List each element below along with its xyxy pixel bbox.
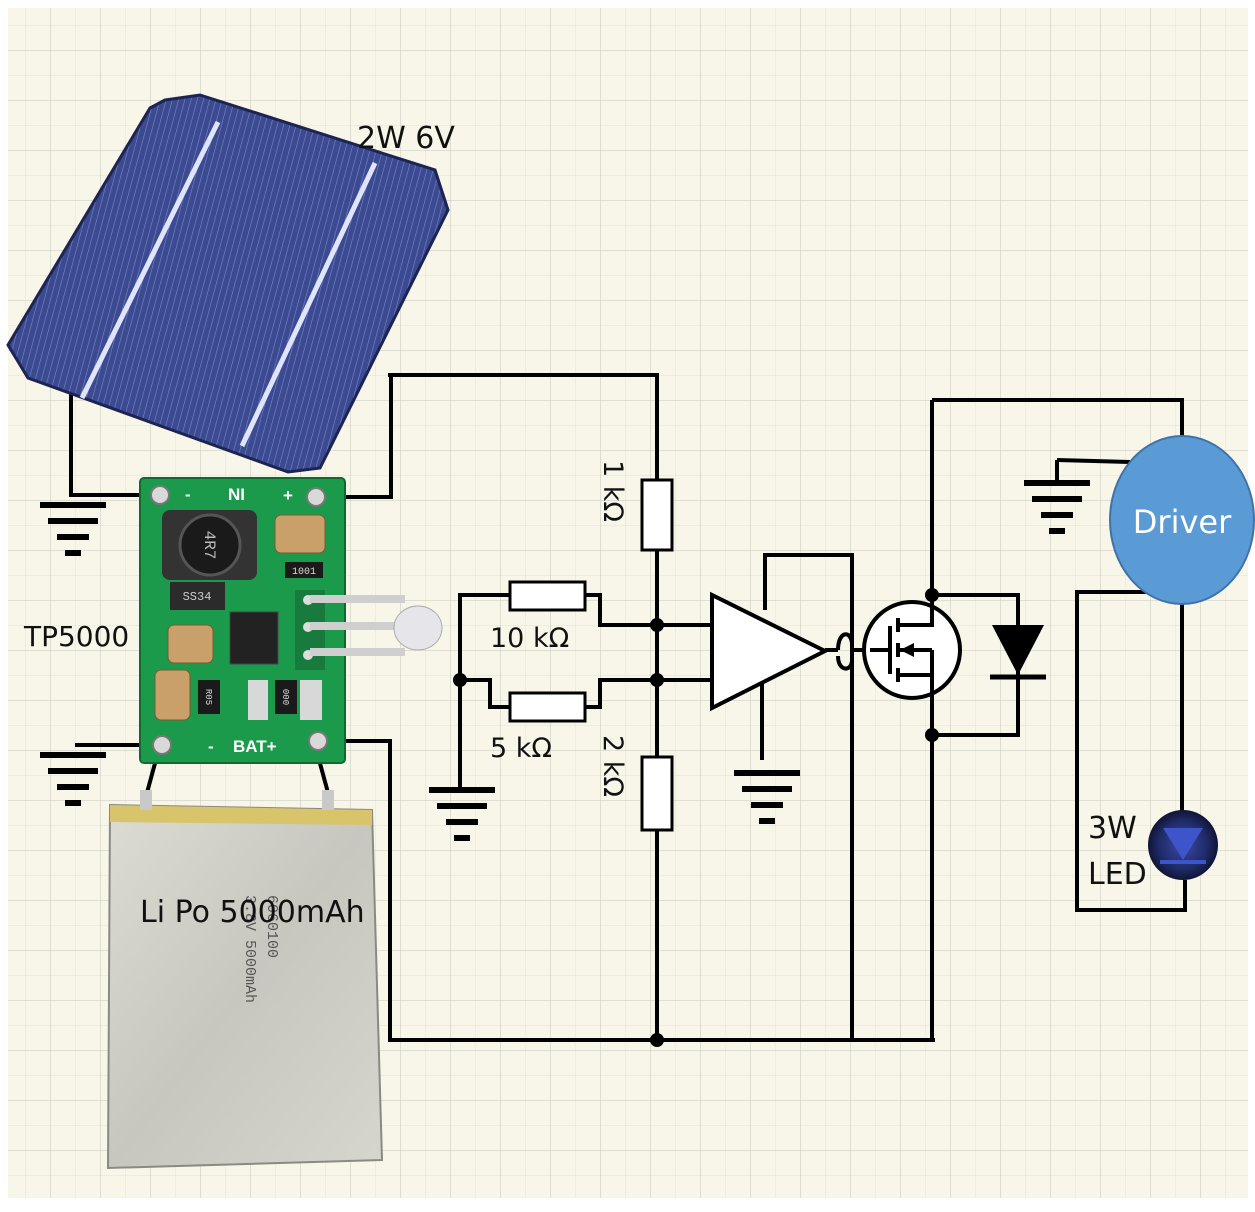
pin-in-minus: - (185, 485, 191, 504)
junction-dots (453, 588, 939, 1047)
resistor-10k-label: 10 kΩ (490, 623, 569, 654)
mosfet-transistor (862, 600, 962, 700)
driver-label: Driver (1133, 503, 1232, 541)
ground-symbol-opamp (734, 770, 800, 824)
resistor-a-marking: 1001 (292, 567, 316, 578)
tp5000-label: TP5000 (23, 620, 129, 653)
lipo-battery-icon: 6060100 3.8V 5000mAh Li Po 5000mAh (106, 790, 384, 1170)
led-driver: Driver (1109, 435, 1255, 605)
resistor-b-marking: R05 (203, 689, 213, 705)
resistor-2k-label: 2 kΩ (597, 735, 628, 797)
pin-bat-minus: - (208, 737, 214, 756)
diode-marking: SS34 (183, 590, 212, 604)
resistor-1k: 1 kΩ (597, 460, 674, 552)
ground-symbol-driver (1024, 480, 1090, 534)
resistor-2k: 2 kΩ (597, 735, 674, 832)
flyback-diode (990, 625, 1046, 680)
resistor-10k: 10 kΩ (490, 580, 587, 654)
ground-symbol-divider (429, 787, 495, 841)
ground-symbol-solar (40, 502, 106, 556)
battery-label: Li Po 5000mAh (140, 895, 365, 930)
solar-panel-icon: 2W 6V (6, 93, 455, 474)
resistor-c-marking: 000 (280, 689, 290, 705)
led-label-line1: 3W (1088, 811, 1137, 846)
ground-symbol-battery (40, 752, 106, 806)
pin-in-label: NI (228, 485, 245, 504)
power-led: 3W LED (1088, 810, 1218, 892)
resistor-5k: 5 kΩ (490, 691, 587, 764)
resistor-1k-label: 1 kΩ (597, 460, 628, 522)
inductor-marking: 4R7 (200, 531, 218, 560)
solar-panel-label: 2W 6V (357, 121, 455, 156)
tp5000-charger-board: - NI + - BAT+ 4R7 SS34 1001 R05 000 (23, 477, 443, 764)
ground-symbols (40, 480, 1090, 841)
battery-print-a: 6060100 (263, 895, 280, 958)
pin-in-plus: + (283, 486, 293, 505)
led-label-line2: LED (1088, 857, 1147, 892)
op-amp-comparator (710, 591, 830, 712)
resistor-5k-label: 5 kΩ (490, 733, 552, 764)
pin-bat-label: BAT+ (233, 737, 277, 756)
battery-print-b: 3.8V 5000mAh (241, 895, 258, 1003)
